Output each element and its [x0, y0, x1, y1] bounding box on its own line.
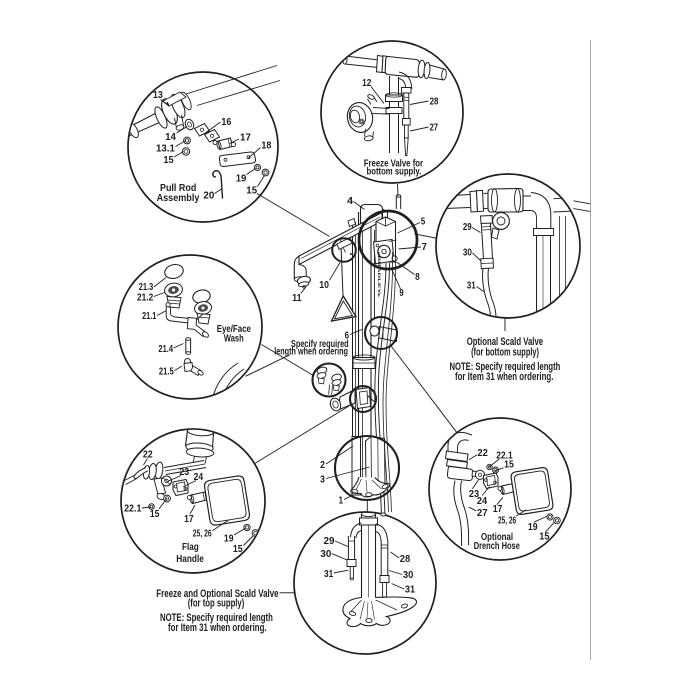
svg-text:19: 19: [224, 533, 234, 545]
svg-text:(for top supply): (for top supply): [188, 598, 245, 610]
svg-text:Drench Hose: Drench Hose: [474, 540, 520, 552]
svg-text:27: 27: [477, 507, 488, 519]
svg-text:for Item 31 when ordering.: for Item 31 when ordering.: [455, 371, 553, 383]
svg-text:13.1: 13.1: [156, 142, 175, 154]
svg-text:14: 14: [165, 131, 176, 143]
svg-text:Wash: Wash: [224, 334, 244, 345]
svg-text:Eye/Face: Eye/Face: [217, 324, 251, 335]
svg-text:27: 27: [430, 122, 439, 134]
svg-text:4: 4: [347, 195, 353, 207]
svg-text:1: 1: [339, 494, 344, 506]
svg-text:22: 22: [477, 447, 488, 459]
svg-text:length when ordering: length when ordering: [274, 347, 348, 358]
svg-text:17: 17: [240, 132, 251, 144]
svg-text:17: 17: [493, 503, 503, 515]
svg-text:(for bottom supply): (for bottom supply): [471, 346, 539, 358]
svg-text:19: 19: [236, 172, 247, 184]
svg-text:21.5: 21.5: [159, 366, 174, 378]
svg-text:25, 26: 25, 26: [498, 515, 516, 527]
svg-text:15: 15: [233, 543, 243, 555]
svg-text:Optional: Optional: [481, 531, 513, 543]
svg-text:◂BRADLEY▸: ◂BRADLEY▸: [377, 249, 381, 300]
svg-text:18: 18: [261, 140, 271, 152]
svg-text:21.1: 21.1: [142, 310, 156, 322]
svg-text:3: 3: [320, 473, 325, 485]
svg-text:28: 28: [400, 553, 411, 565]
svg-text:Freeze and Optional Scald Valv: Freeze and Optional Scald Valve: [156, 588, 278, 600]
svg-text:15: 15: [163, 154, 173, 166]
svg-text:21.3: 21.3: [139, 281, 154, 293]
svg-text:Pull Rod: Pull Rod: [160, 182, 196, 194]
svg-text:2: 2: [320, 459, 325, 471]
svg-text:30: 30: [320, 548, 331, 560]
svg-text:for Item 31 when ordering.: for Item 31 when ordering.: [168, 622, 267, 634]
svg-text:8: 8: [415, 271, 420, 283]
svg-text:30: 30: [463, 247, 472, 259]
svg-text:31: 31: [467, 280, 476, 292]
svg-text:13: 13: [153, 89, 163, 101]
svg-text:5: 5: [421, 215, 426, 227]
svg-text:30: 30: [403, 569, 414, 581]
svg-text:24: 24: [194, 471, 204, 483]
svg-text:29: 29: [324, 535, 335, 547]
svg-text:Handle: Handle: [176, 553, 204, 565]
svg-text:20: 20: [203, 190, 214, 202]
svg-text:24: 24: [477, 495, 487, 507]
svg-text:17: 17: [184, 513, 194, 525]
svg-text:9: 9: [399, 287, 403, 299]
svg-text:Freeze Valve for: Freeze Valve for: [364, 157, 423, 169]
svg-text:12: 12: [362, 77, 371, 89]
svg-text:15: 15: [246, 185, 257, 197]
svg-text:Optional Scald Valve: Optional Scald Valve: [467, 336, 543, 348]
svg-text:11: 11: [292, 292, 302, 304]
svg-text:31: 31: [405, 584, 415, 596]
svg-text:Assembly: Assembly: [157, 192, 200, 204]
svg-text:22.1: 22.1: [124, 503, 141, 515]
svg-text:15: 15: [150, 508, 160, 520]
svg-text:21.4: 21.4: [158, 343, 173, 355]
svg-text:bottom supply.: bottom supply.: [367, 166, 422, 178]
svg-text:NOTE: Specify required length: NOTE: Specify required length: [160, 612, 273, 624]
svg-text:7: 7: [422, 241, 427, 253]
svg-text:16: 16: [221, 116, 231, 128]
svg-text:22.1: 22.1: [496, 450, 512, 462]
svg-text:15: 15: [539, 531, 549, 543]
svg-text:22: 22: [143, 449, 153, 461]
svg-text:Flag: Flag: [182, 541, 199, 553]
svg-text:23: 23: [469, 488, 479, 500]
svg-text:29: 29: [463, 221, 472, 233]
svg-text:21.2: 21.2: [137, 291, 153, 303]
svg-text:NOTE: Specify required length: NOTE: Specify required length: [450, 361, 561, 373]
svg-text:23: 23: [179, 466, 189, 478]
svg-text:19: 19: [528, 521, 538, 533]
svg-text:28: 28: [430, 95, 439, 107]
svg-text:31: 31: [324, 568, 333, 580]
svg-text:15: 15: [504, 458, 514, 470]
svg-text:Specify required: Specify required: [291, 339, 349, 350]
svg-text:25, 26: 25, 26: [193, 528, 212, 540]
svg-text:10: 10: [319, 279, 329, 291]
svg-text:6: 6: [345, 330, 350, 342]
